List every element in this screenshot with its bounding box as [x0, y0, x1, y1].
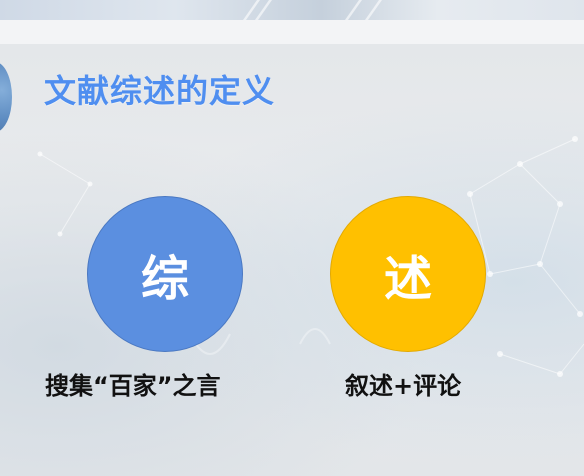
corner-decoration: [0, 62, 12, 132]
concept-caption-zong: 搜集“百家”之言: [45, 372, 221, 400]
slide-gap: [0, 20, 584, 44]
slide-title: 文献综述的定义: [44, 72, 276, 110]
concept-char-shu: 述: [383, 251, 432, 307]
concept-circle-zong: 综: [87, 196, 243, 352]
background-molecule-decoration: [37, 136, 584, 377]
concept-char-zong: 综: [140, 251, 189, 307]
concept-caption-shu: 叙述+评论: [345, 372, 462, 400]
concept-circle-shu: 述: [330, 196, 486, 352]
slide: 文献综述的定义 综 述 搜集“百家”之言 叙述+评论: [0, 44, 584, 476]
top-image-strip: [0, 0, 584, 20]
